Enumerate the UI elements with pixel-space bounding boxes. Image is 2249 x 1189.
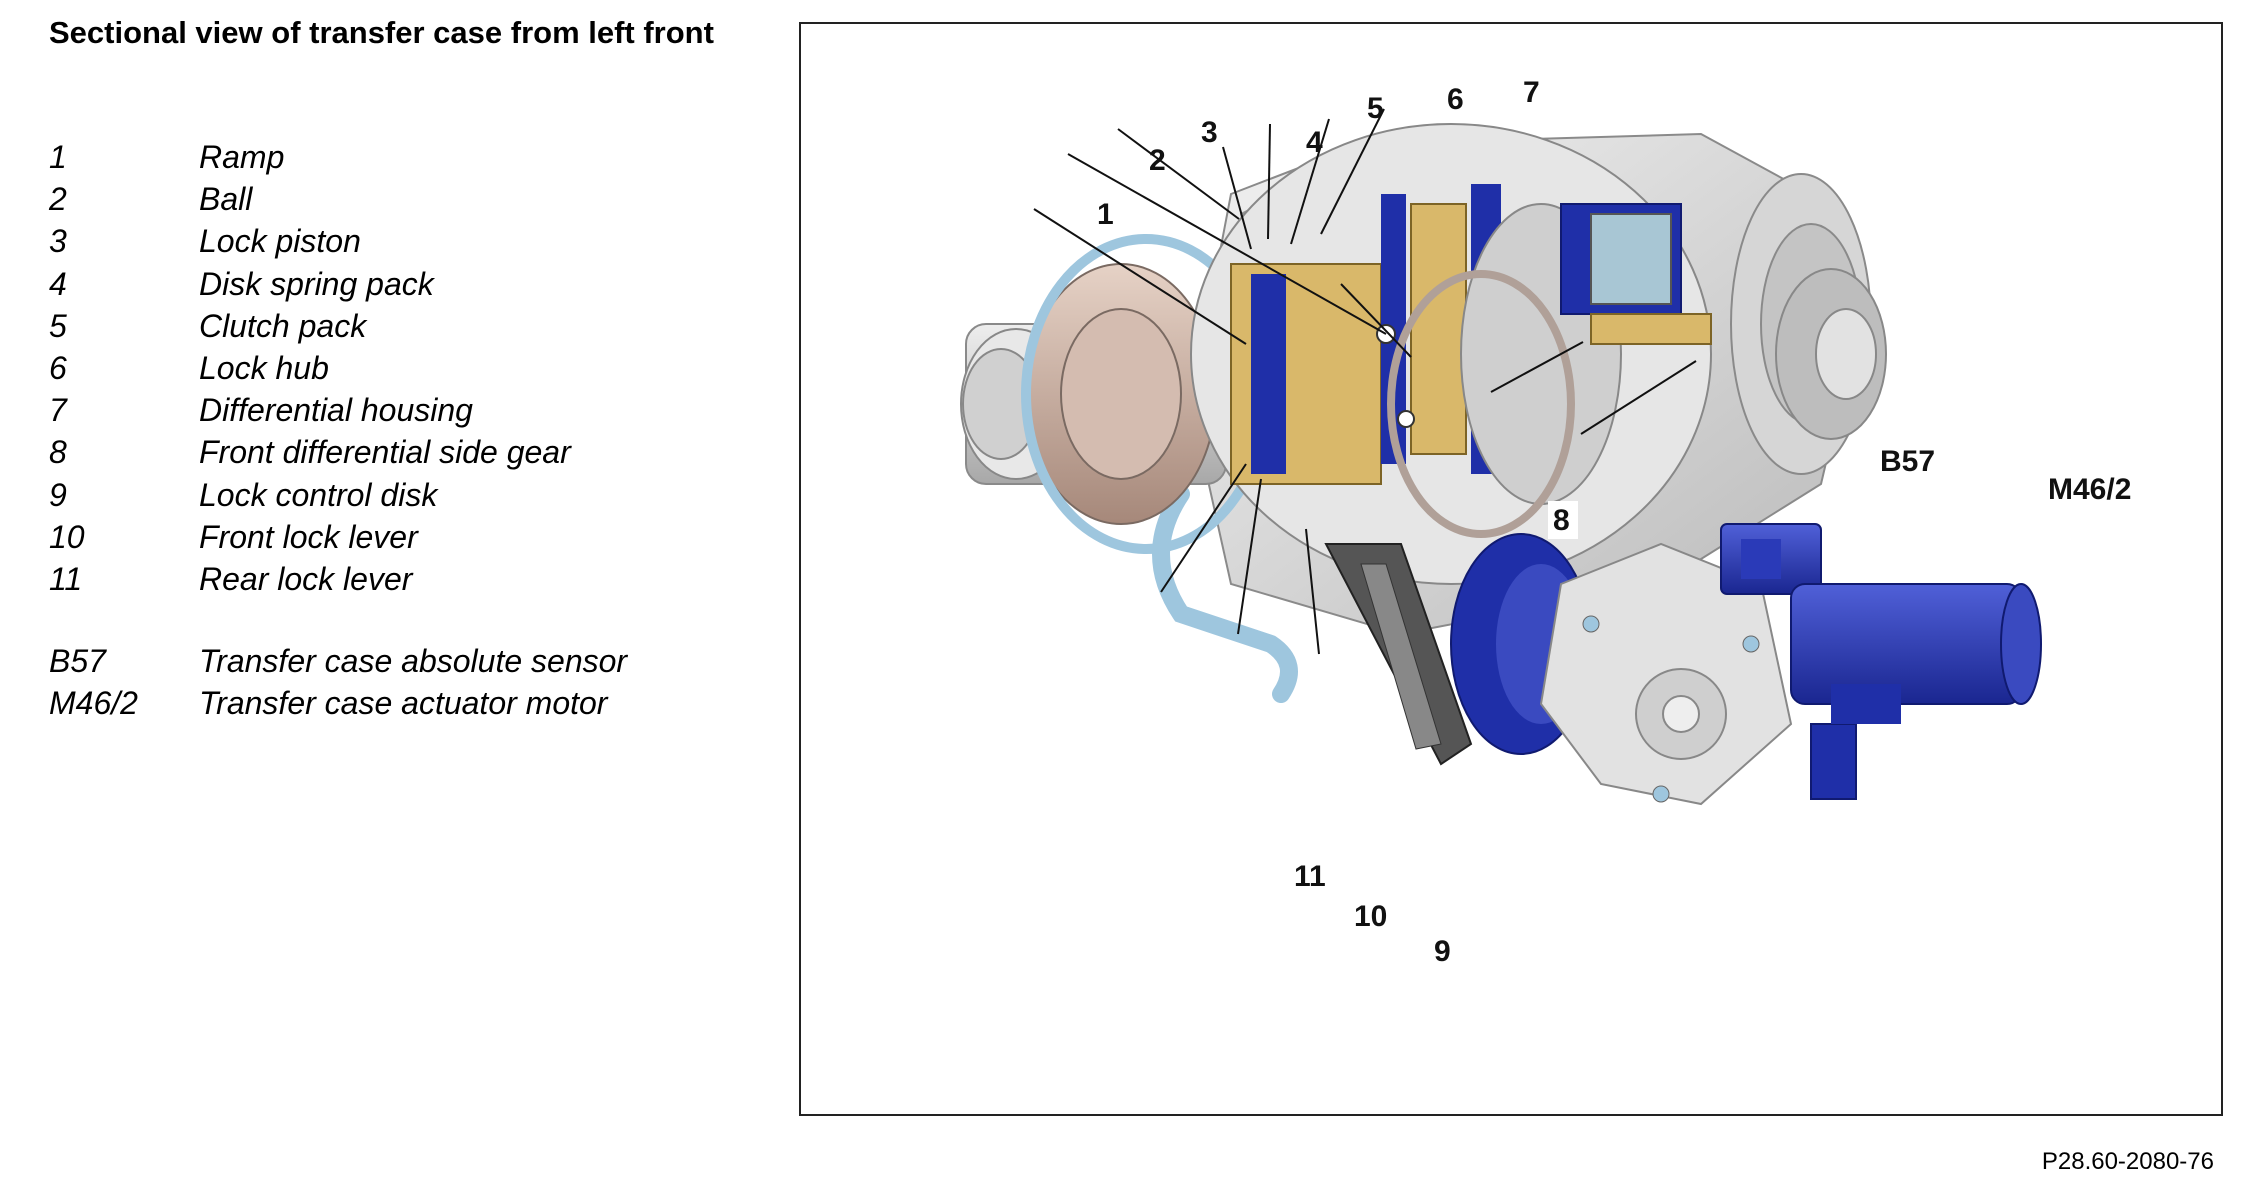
legend-label: Front lock lever (199, 518, 418, 555)
clutch-assembly (1190, 123, 1712, 585)
leader-line-3 (1117, 128, 1240, 220)
leader-line-2 (1067, 153, 1387, 335)
legend-key: 1 (49, 139, 67, 175)
legend: 1 Ramp 2 Ball 3 Lock piston 4 Disk spring pa… (49, 139, 769, 727)
leader-line-11 (1160, 463, 1247, 593)
transfer-case-illustration: 1 2 3 4 5 6 7 8 9 10 11 B57 M46/2 (960, 76, 2131, 968)
legend-item: 4 Disk spring pack (49, 266, 769, 308)
legend-key: 11 (49, 560, 83, 597)
leader-line-9 (1305, 528, 1320, 655)
callout-9: 9 (1434, 935, 1451, 968)
legend-label: Lock hub (199, 349, 329, 386)
legend-label: Ramp (199, 139, 285, 175)
leader-lines (1033, 108, 1697, 655)
legend-item: 10 Front lock lever (49, 519, 769, 561)
legend-label: Lock piston (199, 223, 361, 260)
legend-spacer (49, 603, 769, 643)
leader-line-1 (1033, 208, 1247, 345)
legend-label: Disk spring pack (199, 265, 434, 302)
front-output-shaft (960, 234, 1271, 554)
callout-11: 11 (1294, 860, 1326, 893)
legend-key: 8 (49, 434, 67, 471)
leader-line-7 (1320, 108, 1385, 235)
legend-key: B57 (49, 643, 106, 680)
rear-output-flange (1730, 173, 1887, 475)
legend-item: 2 Ball (49, 181, 769, 223)
leader-line-m46-2 (1580, 360, 1697, 435)
callout-4: 4 (1306, 126, 1323, 159)
legend-label: Rear lock lever (199, 560, 413, 597)
leader-line-5 (1267, 123, 1271, 240)
legend-item: M46/2 Transfer case actuator motor (49, 685, 769, 727)
b57-sensor (1720, 523, 1822, 595)
legend-key: 7 (49, 392, 67, 429)
legend-key: 6 (49, 349, 67, 386)
callout-1: 1 (1097, 198, 1114, 231)
legend-item: 5 Clutch pack (49, 308, 769, 350)
legend-key: 4 (49, 265, 67, 302)
actuator-gearbox (1539, 542, 1793, 806)
legend-item: B57 Transfer case absolute sensor (49, 643, 769, 685)
leader-line-b57 (1490, 341, 1584, 393)
page-title: Sectional view of transfer case from lef… (49, 15, 714, 50)
legend-key: 10 (49, 518, 85, 555)
legend-key: 9 (49, 476, 67, 513)
callout-2: 2 (1149, 144, 1166, 177)
legend-item: 11 Rear lock lever (49, 561, 769, 603)
legend-label: Lock control disk (199, 476, 438, 513)
legend-item: 8 Front differential side gear (49, 434, 769, 476)
callout-m46-2: M46/2 (2048, 473, 2131, 506)
legend-label: Transfer case absolute sensor (199, 643, 628, 680)
callout-8: 8 (1553, 504, 1570, 537)
callout-10: 10 (1354, 900, 1387, 933)
diagram-frame: 1 2 3 4 5 6 7 8 9 10 11 B57 M46/2 (799, 22, 2223, 1116)
legend-label: Transfer case actuator motor (199, 685, 608, 722)
callout-b57: B57 (1880, 445, 1935, 478)
legend-item: 3 Lock piston (49, 223, 769, 265)
callout-3: 3 (1201, 116, 1218, 149)
leader-line-8 (1340, 283, 1412, 358)
legend-key: 5 (49, 307, 67, 344)
legend-key: 3 (49, 223, 67, 260)
callout-7: 7 (1523, 76, 1540, 109)
callout-6: 6 (1447, 83, 1464, 116)
legend-key: 2 (49, 181, 67, 218)
figure-reference: P28.60-2080-76 (2041, 1148, 2214, 1175)
leader-line-4 (1222, 146, 1252, 250)
callouts: 1 2 3 4 5 6 7 8 9 10 11 B57 M46/2 (1097, 76, 2131, 968)
lock-levers (1324, 543, 1473, 766)
legend-label: Front differential side gear (199, 434, 571, 471)
legend-label: Clutch pack (199, 307, 367, 344)
callout-5: 5 (1367, 92, 1384, 125)
legend-item: 6 Lock hub (49, 350, 769, 392)
legend-item: 1 Ramp (49, 139, 769, 181)
m46-2-actuator-motor (1790, 583, 2042, 800)
leader-line-6 (1290, 118, 1330, 245)
legend-label: Differential housing (199, 392, 473, 429)
legend-item: 7 Differential housing (49, 392, 769, 434)
legend-item: 9 Lock control disk (49, 477, 769, 519)
legend-label: Ball (199, 181, 253, 218)
legend-key: M46/2 (49, 685, 138, 722)
leader-line-10 (1237, 478, 1262, 635)
callout-8-bg (1548, 501, 1578, 539)
